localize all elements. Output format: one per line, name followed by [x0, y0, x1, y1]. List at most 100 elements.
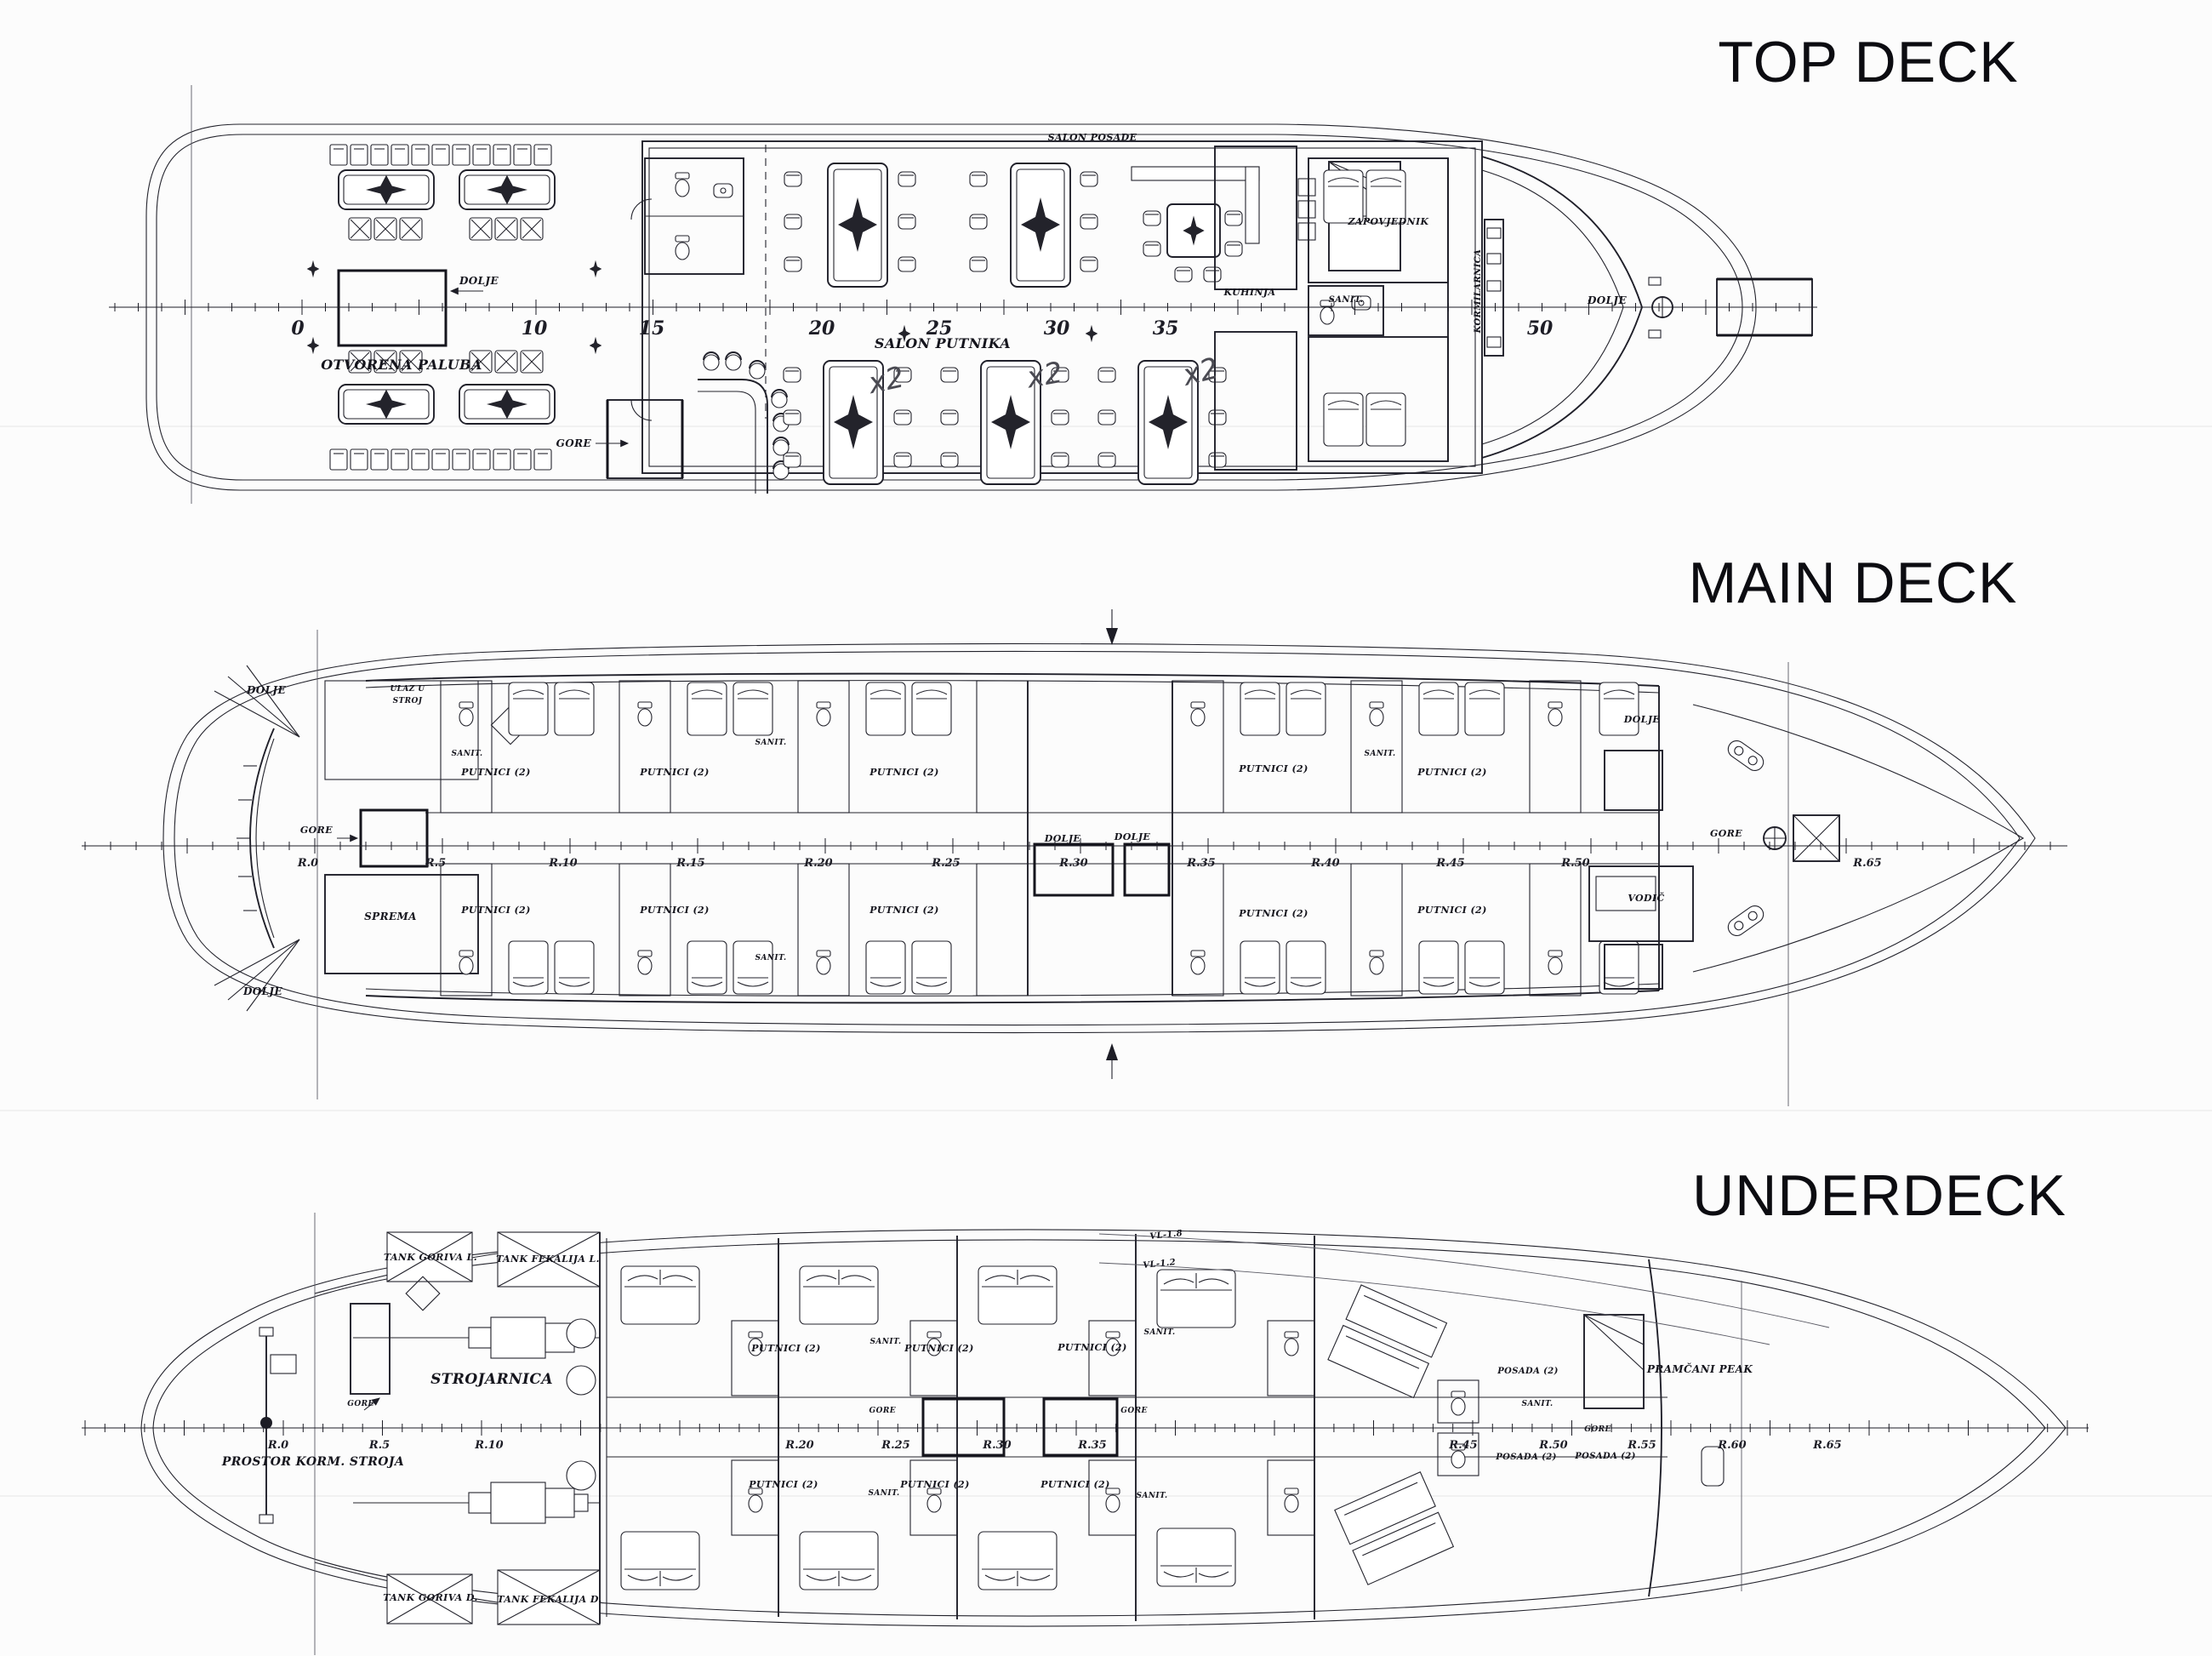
plan-label: ULAZ U	[390, 685, 425, 694]
plan-label: SANIT.	[1365, 750, 1396, 758]
ruler-number: 15	[639, 317, 665, 340]
ruler-number: R.30	[982, 1439, 1011, 1452]
plan-label: GORE	[347, 1400, 373, 1408]
main-deck-title: MAIN DECK	[1689, 551, 2018, 615]
plan-label: OTVORENA PALUBA	[321, 357, 482, 373]
plan-label: DOLJE	[1044, 833, 1081, 844]
ruler-number: R.20	[803, 857, 832, 870]
plan-label: POSADA (2)	[1497, 1367, 1559, 1376]
plan-label: PUTNICI (2)	[460, 767, 530, 778]
plan-label: SANIT.	[1522, 1400, 1554, 1408]
plan-label: KUHINJA	[1223, 287, 1276, 298]
plan-label: PUTNICI (2)	[1057, 1342, 1126, 1353]
plan-label: TANK GORIVA D.	[383, 1592, 477, 1603]
plan-label: SANIT.	[755, 954, 787, 962]
ruler-number: R.30	[1058, 857, 1087, 870]
ruler-number: R.50	[1538, 1439, 1567, 1452]
plan-label: x2	[864, 360, 907, 401]
lower-salon	[783, 361, 1227, 484]
plan-label: TANK FEKALIJA D.	[497, 1594, 601, 1605]
plan-label: GORE	[1120, 1407, 1147, 1415]
crew-area	[1327, 1284, 1645, 1585]
plan-label: SANIT.	[1329, 295, 1364, 305]
plan-label: PUTNICI (2)	[1238, 763, 1308, 774]
ruler-number: 20	[808, 317, 835, 340]
bar-counter	[698, 351, 790, 494]
underdeck-title: UNDERDECK	[1692, 1163, 2067, 1228]
scan-artifact	[0, 425, 2212, 427]
plan-label: SANIT.	[755, 739, 787, 747]
sanit-blocks	[440, 680, 1582, 996]
plan-label: PUTNICI (2)	[639, 767, 709, 778]
plan-label: x2	[1023, 356, 1065, 396]
plan-label: PRAMČANI PEAK	[1646, 1362, 1753, 1375]
plan-label: PUTNICI (2)	[1040, 1479, 1109, 1490]
wc-block	[644, 157, 744, 275]
plan-label: SANIT.	[869, 1489, 900, 1498]
plan-label: SALON POSADE	[1048, 132, 1137, 143]
plan-label: DOLJE	[1114, 831, 1151, 842]
ruler-number: 0	[291, 317, 305, 340]
plan-label: DOLJE	[246, 684, 287, 696]
stair-up	[596, 399, 684, 479]
plan-label: PUTNICI (2)	[899, 1479, 969, 1490]
ruler-number: R.35	[1186, 857, 1215, 870]
ruler-number: R.5	[368, 1439, 390, 1452]
ruler-number: R.65	[1852, 857, 1881, 870]
plan-label: PROSTOR KORM. STROJA	[221, 1455, 404, 1469]
plan-label: DOLJE	[242, 985, 283, 997]
plan-label: PUTNICI (2)	[1417, 905, 1486, 916]
ruler-number: R.65	[1812, 1439, 1841, 1452]
plan-label: PUTNICI (2)	[460, 905, 530, 916]
plan-label: GORE	[1584, 1425, 1611, 1434]
stern-platform	[214, 665, 300, 1012]
ruler-number: R.50	[1560, 857, 1589, 870]
main-deck-plan: MAIN DECK	[82, 551, 2067, 1106]
plan-label: SANIT.	[1144, 1328, 1176, 1337]
plan-label: POSADA (2)	[1574, 1452, 1636, 1461]
ruler-number: R.5	[425, 857, 446, 870]
ruler-number: R.55	[1627, 1439, 1656, 1452]
plan-label: PUTNICI (2)	[904, 1343, 973, 1354]
ruler-number: R.40	[1310, 857, 1339, 870]
plan-label: SANIT.	[870, 1338, 902, 1346]
plan-label: DOLJE	[1587, 294, 1628, 306]
top-deck-title: TOP DECK	[1718, 30, 2018, 94]
plan-label: PUTNICI (2)	[750, 1343, 820, 1354]
ruler-number: 35	[1153, 317, 1179, 340]
plan-label: GORE	[869, 1407, 896, 1415]
salon-posade	[1131, 166, 1260, 283]
scan-artifact	[0, 1495, 2212, 1497]
plan-label: PUTNICI (2)	[869, 767, 938, 778]
plan-label: VODIČ	[1628, 892, 1664, 904]
section-arrow	[1106, 628, 1118, 645]
plan-label: PUTNICI (2)	[748, 1479, 818, 1490]
scan-artifact	[0, 1110, 2212, 1111]
ruler-number: 30	[1044, 317, 1070, 340]
plan-label: VL-1.2	[1143, 1258, 1177, 1271]
plan-label: SALON PUTNIKA	[875, 335, 1011, 351]
ruler-number: R.15	[676, 857, 704, 870]
ruler-number: R.35	[1077, 1439, 1106, 1452]
top-deck-plan: TOP DECK	[109, 30, 2018, 504]
plan-label: TANK FEKALIJA L.	[496, 1253, 600, 1265]
plan-label: PUTNICI (2)	[1238, 908, 1308, 919]
ruler-number: 25	[926, 317, 953, 340]
plan-label: SANIT.	[1137, 1492, 1168, 1500]
plan-label: STROJARNICA	[430, 1371, 553, 1388]
ruler-number: R.20	[784, 1439, 813, 1452]
galley	[1214, 146, 1316, 471]
underdeck-plan: UNDERDECK	[82, 1163, 2089, 1655]
ruler-number: R.10	[548, 857, 577, 870]
section-arrow	[1106, 1043, 1118, 1060]
plan-label: PUTNICI (2)	[1417, 767, 1486, 778]
plan-label: KORMILARNICA	[1474, 249, 1483, 334]
plan-label: POSADA (2)	[1495, 1453, 1557, 1462]
plan-label: DOLJE	[459, 275, 499, 287]
ruler-number: R.0	[267, 1439, 288, 1452]
bow-area	[1588, 686, 2025, 991]
ruler-number: R.45	[1435, 857, 1464, 870]
ruler-number: R.10	[474, 1439, 503, 1452]
ruler-number: 10	[522, 317, 548, 340]
